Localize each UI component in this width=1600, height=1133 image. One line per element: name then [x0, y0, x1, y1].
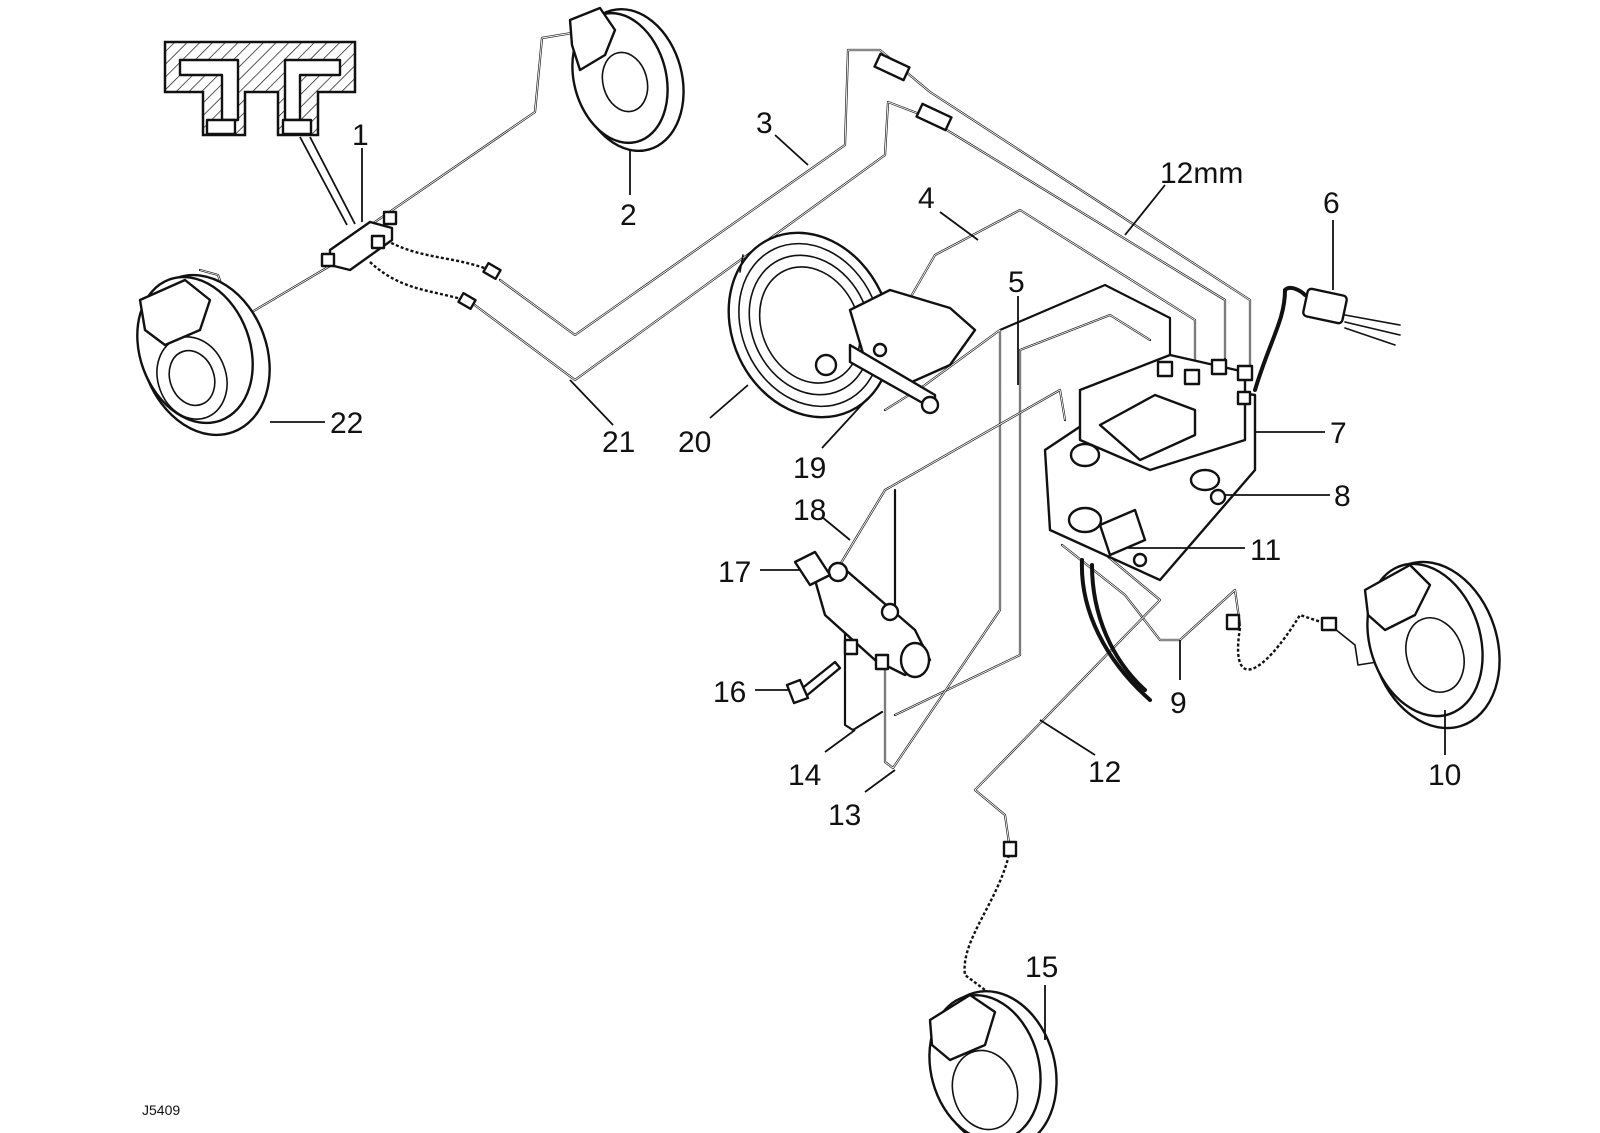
flexible-hoses: [369, 52, 1338, 991]
callout-6: 6: [1323, 187, 1340, 220]
rear-disc-15: [928, 989, 1058, 1133]
callout-15: 15: [1025, 951, 1058, 984]
callout-18: 18: [793, 494, 826, 527]
callout-12: 12: [1088, 756, 1121, 789]
callout-16: 16: [713, 676, 746, 709]
pressure-switch-6: [1253, 285, 1401, 392]
callout-5: 5: [1008, 266, 1025, 299]
leader-lines: [270, 134, 1446, 1040]
callout-20: 20: [678, 426, 711, 459]
abs-modulator-7: [1043, 353, 1257, 702]
pressure-valve-17: [793, 550, 932, 679]
callout-10: 10: [1428, 759, 1461, 792]
bolt-16: [785, 660, 842, 705]
brake-servo-20: [727, 231, 893, 419]
callout-22: 22: [330, 407, 363, 440]
callout-7: 7: [1330, 417, 1347, 450]
callout-13: 13: [828, 799, 861, 832]
brake-pipes: [198, 31, 1391, 852]
unit-note-12mm: 12mm: [1160, 157, 1243, 190]
front-disc-2: [568, 6, 685, 153]
callout-3: 3: [756, 107, 773, 140]
callout-11: 11: [1250, 534, 1281, 567]
callout-17: 17: [718, 556, 751, 589]
callout-labels: 1 2 3 4 5 6 7 8 9 10 11 12 12mm 13 14 15…: [142, 107, 1461, 1118]
t-piece-part-1: [320, 210, 398, 272]
master-cylinder-19: [848, 288, 977, 415]
callout-9: 9: [1170, 687, 1187, 720]
callout-21: 21: [602, 426, 635, 459]
callout-1: 1: [352, 119, 369, 152]
rear-disc-10: [1363, 560, 1501, 730]
figure-reference: J5409: [142, 1102, 180, 1118]
callout-14: 14: [788, 759, 821, 792]
callout-4: 4: [918, 182, 935, 215]
callout-19: 19: [793, 452, 826, 485]
front-disc-22: [136, 273, 271, 437]
callout-2: 2: [620, 199, 637, 232]
t-piece-section-inset: [163, 40, 357, 226]
callout-8: 8: [1334, 480, 1351, 513]
